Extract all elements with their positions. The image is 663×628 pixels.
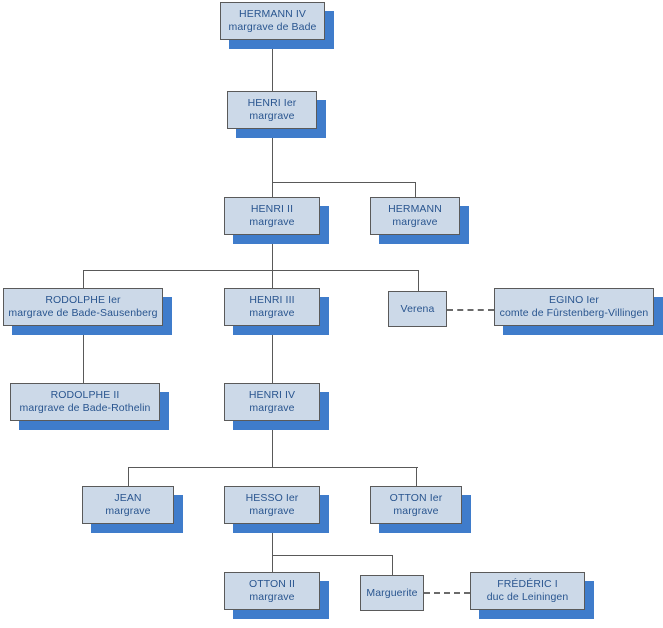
marriage-line — [424, 592, 470, 594]
node-name: Marguerite — [366, 586, 418, 599]
node-title: margrave — [249, 307, 295, 319]
connector-line — [83, 270, 84, 288]
node-name: HENRI II — [250, 203, 294, 216]
node-marguerite[interactable]: Marguerite — [360, 575, 424, 611]
node-name: HENRI Ier — [247, 97, 297, 110]
connector-line — [272, 235, 273, 288]
node-name: FRÉDÉRIC I — [497, 578, 558, 591]
connector-line — [418, 270, 419, 291]
node-title: margrave — [249, 402, 295, 414]
connector-line — [128, 467, 418, 468]
connector-line — [415, 182, 416, 197]
node-title: margrave de Bade-Rothelin — [19, 402, 151, 414]
connector-line — [272, 129, 273, 197]
connector-line — [392, 555, 393, 575]
node-verena[interactable]: Verena — [388, 291, 447, 327]
connector-line — [272, 524, 273, 555]
node-title: margrave — [249, 216, 295, 228]
connector-line — [416, 467, 417, 486]
node-title: margrave — [249, 591, 295, 603]
connector-line — [272, 555, 273, 572]
node-name: RODOLPHE Ier — [45, 294, 121, 307]
connector-line — [83, 326, 84, 383]
node-name: OTTON II — [248, 578, 296, 591]
connector-line — [83, 270, 418, 271]
node-name: HESSO Ier — [245, 492, 299, 505]
node-title: margrave — [392, 216, 438, 228]
node-name: EGINO Ier — [549, 294, 599, 307]
connector-line — [272, 326, 273, 383]
marriage-line — [447, 309, 494, 311]
node-title: comte de Fûrstenberg-Villingen — [499, 307, 649, 319]
connector-line — [272, 555, 392, 556]
node-title: margrave — [393, 505, 439, 517]
node-title: margrave de Bade-Sausenberg — [8, 307, 158, 319]
node-title: duc de Leiningen — [486, 591, 569, 603]
node-name: HERMANN IV — [239, 8, 306, 21]
connector-line — [272, 40, 273, 91]
connector-line — [128, 467, 129, 486]
node-name: JEAN — [114, 492, 142, 505]
node-title: margrave de Bade — [228, 21, 317, 33]
node-name: RODOLPHE II — [50, 389, 120, 402]
connector-line — [272, 421, 273, 467]
connector-line — [272, 182, 415, 183]
node-title: margrave — [249, 505, 295, 517]
node-title: margrave — [249, 110, 295, 122]
node-name: HERMANN — [388, 203, 442, 216]
node-name: HENRI IV — [248, 389, 296, 402]
node-name: HENRI III — [249, 294, 295, 307]
node-name: Verena — [400, 302, 435, 315]
node-title: margrave — [105, 505, 151, 517]
node-name: OTTON Ier — [389, 492, 443, 505]
